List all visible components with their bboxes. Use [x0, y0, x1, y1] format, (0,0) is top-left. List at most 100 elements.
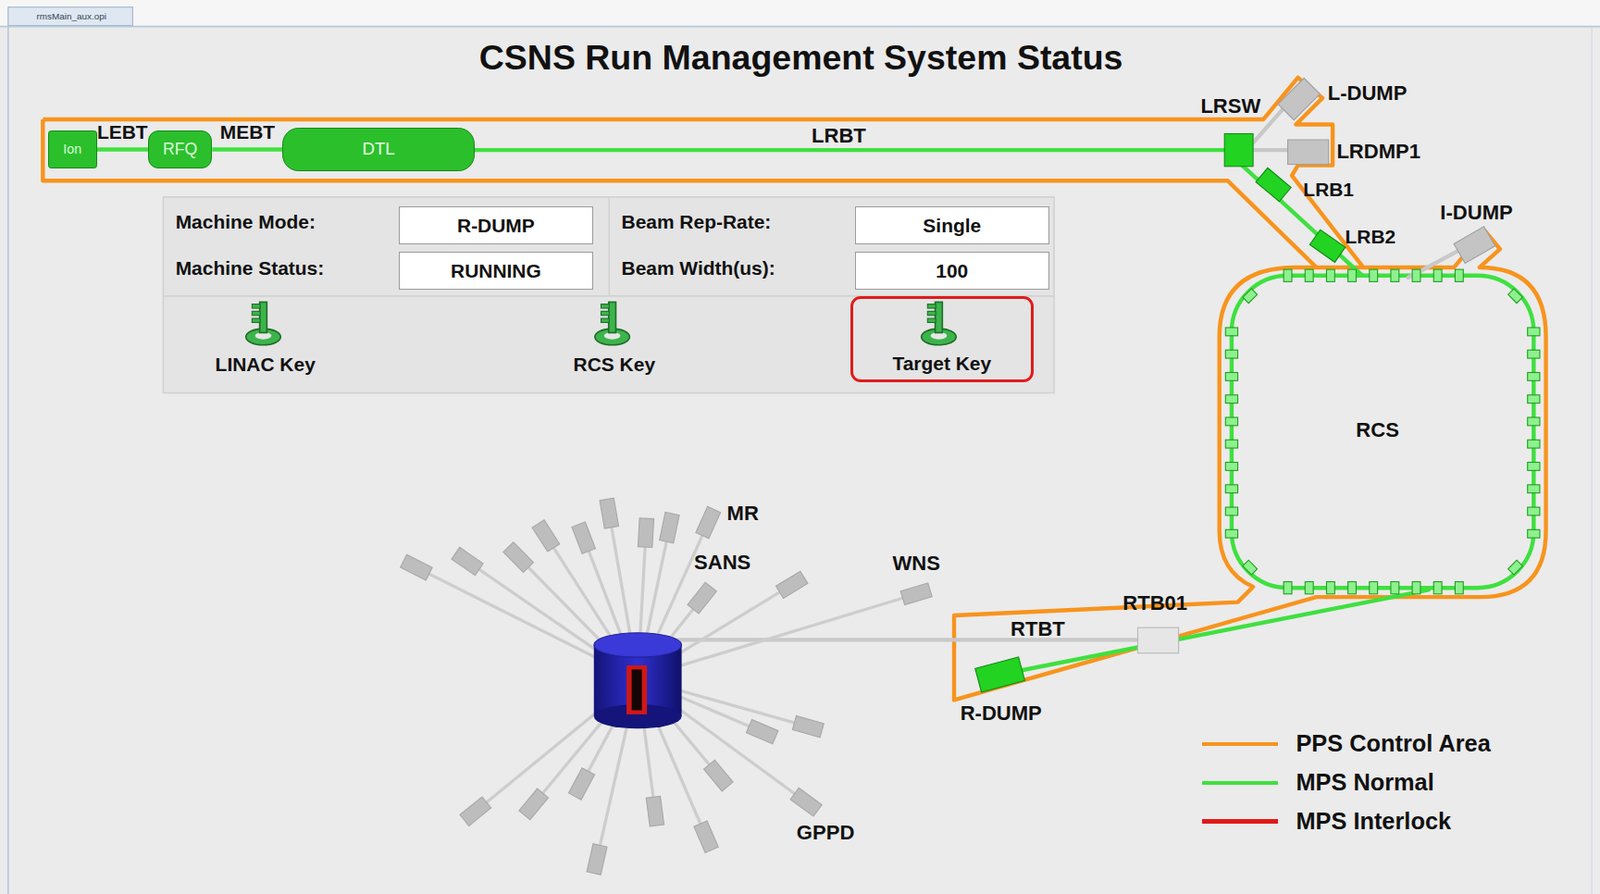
beam-pipe: [211, 147, 283, 151]
beam-line: [474, 148, 1230, 152]
ring-magnet: [1527, 484, 1540, 494]
ring-magnet: [1283, 269, 1292, 282]
legend-text: MPS Normal: [1295, 768, 1434, 796]
dtl-tank: DTL: [282, 127, 474, 172]
node-text: R-DUMP: [457, 214, 535, 236]
ring-magnet: [1326, 269, 1335, 282]
ring-magnet: [1433, 582, 1442, 595]
neutron-beamline: [637, 518, 654, 548]
ring-magnet: [1527, 395, 1540, 404]
ring-label: RCS: [1355, 419, 1400, 442]
ring-magnet: [1326, 582, 1335, 595]
neutron-beamline: [503, 542, 534, 573]
info-panel: [162, 197, 1055, 394]
ring-magnet: [1454, 582, 1464, 595]
device-label: LRB1: [1302, 179, 1354, 201]
ring-magnet: [1412, 269, 1421, 282]
ring-magnet: [1225, 269, 1540, 595]
ring-magnet: [1527, 327, 1540, 336]
neutron-beamline: [400, 554, 434, 581]
beam-line: [474, 108, 1535, 676]
legend-entry: PPS Control Area: [1202, 729, 1491, 758]
section-label: MEBT: [220, 121, 275, 143]
window-frame: [8, 7, 134, 26]
node-text: 100: [935, 260, 968, 282]
ring-magnet: [1369, 269, 1378, 282]
legend-swatch: [1202, 742, 1278, 746]
beam-pipe: [97, 147, 149, 151]
neutron-beamline: [586, 843, 608, 876]
ring-magnet: [1390, 582, 1400, 595]
ring-magnet: [1225, 484, 1238, 494]
value-box: R-DUMP: [398, 206, 594, 245]
window-frame: [0, 0, 1600, 27]
info-panel: [162, 197, 1055, 394]
node-text: RUNNING: [450, 260, 542, 282]
ring-magnet: [1304, 269, 1314, 282]
target-station: [594, 632, 683, 658]
node-text: Ion: [62, 142, 82, 158]
legend-text: MPS Interlock: [1295, 807, 1452, 835]
legend-entry: MPS Interlock: [1202, 806, 1452, 836]
beam-line: [994, 589, 1429, 676]
ring-magnet: [1454, 269, 1464, 282]
field-label: Machine Status:: [175, 257, 325, 279]
window-frame: [0, 25, 1600, 28]
neutron-beamline: [571, 521, 596, 554]
pps-control-area: [42, 77, 1364, 268]
neutron-beamline: [695, 506, 721, 538]
neutron-beamline: [599, 497, 619, 529]
neutron-beamline: [532, 520, 560, 552]
beam-line: [1252, 148, 1288, 152]
beam-devices: [1453, 226, 1496, 264]
ring-magnet: [1242, 288, 1258, 304]
neutron-beamline: [400, 497, 933, 875]
ring-magnet: [1433, 269, 1442, 282]
highlight-box: Target Key: [850, 296, 1034, 384]
instrument-label: WNS: [892, 552, 940, 575]
info-panel: [921, 301, 956, 345]
value-box: 100: [855, 251, 1050, 290]
legend-entry: MPS Normal: [1202, 768, 1435, 797]
neutron-beamline: [459, 796, 492, 826]
node-text: Single: [922, 214, 981, 236]
window-frame: [7, 26, 10, 894]
neutron-beamline: [687, 582, 717, 614]
ring-magnet: [1390, 269, 1400, 282]
ring-magnet: [1527, 439, 1540, 448]
info-panel: [607, 197, 610, 297]
device-label: LRSW: [1200, 95, 1261, 118]
ring-magnet: [1225, 349, 1238, 359]
info-panel: [246, 301, 281, 345]
neutron-beamline: [745, 719, 778, 744]
ring-magnet: [1527, 349, 1540, 359]
neutron-beamline: [694, 820, 719, 853]
instrument-label: MR: [727, 502, 759, 525]
ring-magnet: [1369, 582, 1378, 595]
ring-magnet: [1225, 395, 1238, 404]
section-label: RTBT: [1010, 618, 1066, 641]
field-label: Beam Rep-Rate:: [621, 211, 772, 234]
legend-text: PPS Control Area: [1295, 730, 1490, 757]
beam-devices: [1224, 133, 1253, 166]
screen-title: CSNS Run Management System Status: [479, 38, 1124, 77]
field-label: Machine Mode:: [175, 211, 316, 234]
beam-line: [1231, 275, 1534, 588]
ring-magnet: [1412, 582, 1421, 595]
neutron-beamline: [775, 570, 807, 598]
ring-magnet: [1348, 582, 1357, 595]
field-label: Beam Width(us):: [621, 257, 776, 279]
beam-devices: [1309, 229, 1345, 262]
beam-line: [1240, 162, 1363, 275]
neutron-beamline: [703, 759, 733, 792]
ring-magnet: [1283, 582, 1292, 595]
ring-magnet: [1225, 417, 1238, 426]
neutron-beamline: [659, 511, 680, 543]
section-label: LRBT: [811, 124, 867, 148]
ion-source: Ion: [48, 130, 98, 169]
legend-swatch: [1202, 818, 1278, 823]
neutron-beamline: [792, 716, 824, 738]
beam-devices: [975, 657, 1026, 693]
device-label: R-DUMP: [960, 702, 1042, 725]
target-station: [594, 632, 683, 730]
